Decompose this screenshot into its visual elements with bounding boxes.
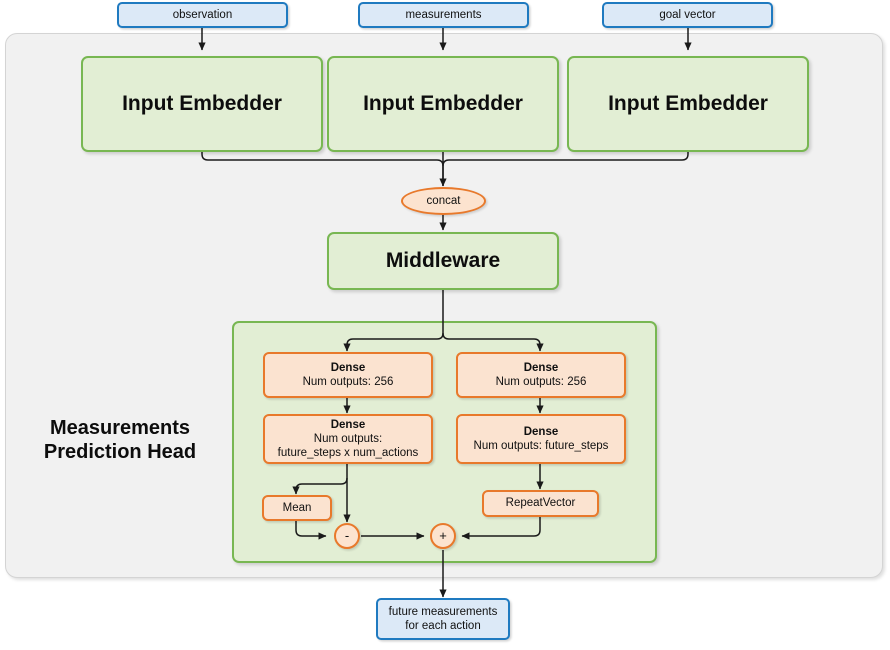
input-box-observation[interactable]: observation (117, 2, 288, 28)
repeat-vector-node[interactable]: RepeatVector (482, 490, 599, 517)
left-dense-fs-detail-1: Num outputs: (313, 432, 383, 445)
left-dense-256-detail: Num outputs: 256 (302, 376, 394, 388)
right-dense-256-detail: Num outputs: 256 (495, 376, 587, 388)
embedder-label-1: Input Embedder (122, 92, 282, 116)
left-dense-future-steps-actions[interactable]: Dense Num outputs: future_steps x num_ac… (263, 414, 433, 464)
mean-label: Mean (282, 501, 312, 514)
input-embedder-goal-vector[interactable]: Input Embedder (567, 56, 809, 152)
input-box-measurements[interactable]: measurements (358, 2, 529, 28)
input-label-measurements: measurements (405, 8, 482, 21)
input-label-goal-vector: goal vector (659, 8, 716, 21)
middleware-label: Middleware (385, 249, 501, 273)
right-dense-fs-title: Dense (523, 425, 559, 438)
head-label-line1: Measurements (49, 416, 191, 439)
left-dense-fs-title: Dense (330, 418, 366, 431)
concat-label: concat (426, 194, 461, 207)
middleware-node[interactable]: Middleware (327, 232, 559, 290)
right-dense-future-steps[interactable]: Dense Num outputs: future_steps (456, 414, 626, 464)
input-label-observation: observation (172, 8, 233, 21)
input-embedder-observation[interactable]: Input Embedder (81, 56, 323, 152)
right-dense-fs-detail: Num outputs: future_steps (473, 440, 609, 452)
output-label-line2: for each action (405, 620, 481, 632)
left-dense-fs-detail-2: future_steps x num_actions (277, 447, 419, 459)
right-dense-256-title: Dense (523, 361, 559, 374)
left-dense-256[interactable]: Dense Num outputs: 256 (263, 352, 433, 398)
repeat-vector-label: RepeatVector (505, 497, 576, 510)
measurements-prediction-head-label: Measurements Prediction Head (20, 410, 220, 470)
mean-node[interactable]: Mean (262, 495, 332, 521)
output-box-future-measurements[interactable]: future measurements for each action (376, 598, 510, 640)
left-dense-256-title: Dense (330, 361, 366, 374)
output-label-line1: future measurements (388, 605, 498, 618)
input-embedder-measurements[interactable]: Input Embedder (327, 56, 559, 152)
right-dense-256[interactable]: Dense Num outputs: 256 (456, 352, 626, 398)
subtract-op-label: - (344, 528, 350, 544)
head-label-line2: Prediction Head (43, 441, 197, 463)
add-op-label: + (439, 528, 447, 544)
add-op-node[interactable]: + (430, 523, 456, 549)
concat-node[interactable]: concat (401, 187, 486, 215)
embedder-label-3: Input Embedder (608, 92, 768, 116)
subtract-op-node[interactable]: - (334, 523, 360, 549)
input-box-goal-vector[interactable]: goal vector (602, 2, 773, 28)
embedder-label-2: Input Embedder (363, 92, 523, 116)
